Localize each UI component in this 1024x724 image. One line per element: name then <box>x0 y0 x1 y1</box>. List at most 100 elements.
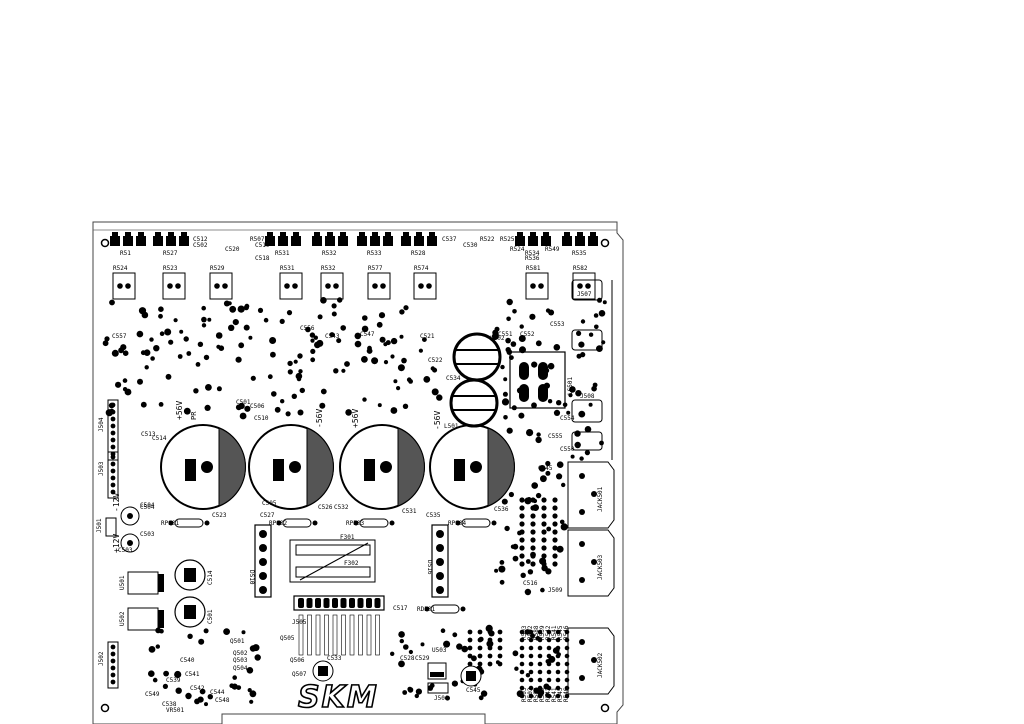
pad <box>455 520 461 526</box>
pad <box>243 305 249 311</box>
pad <box>110 679 116 685</box>
terminal-box <box>571 279 603 301</box>
pad <box>471 655 477 662</box>
pad <box>270 351 276 358</box>
connector-pin <box>136 236 146 246</box>
cap-c504: C504 <box>120 504 155 526</box>
pad <box>574 430 581 437</box>
pad <box>232 675 237 680</box>
pad <box>254 654 261 661</box>
capacitor-pad <box>201 461 213 473</box>
cap-c503: C503 <box>120 531 155 553</box>
pad <box>560 523 568 531</box>
part-label: C541 <box>185 671 200 678</box>
pad <box>553 409 561 416</box>
pad <box>158 402 164 407</box>
top-connector-label: R531 <box>275 250 290 257</box>
cap-c554: C545 <box>460 665 482 694</box>
pad <box>528 653 534 659</box>
pad <box>229 683 234 688</box>
pad <box>530 633 535 639</box>
pad <box>148 670 155 677</box>
resistor-label: R524 <box>113 265 128 272</box>
resistor-box <box>162 272 186 300</box>
pad <box>506 427 513 434</box>
pad <box>201 323 207 328</box>
pad <box>555 645 561 651</box>
pad <box>546 661 552 667</box>
cap-label: C535 <box>426 512 441 519</box>
capacitor-pad <box>289 461 301 473</box>
part-label: C540 <box>180 657 195 664</box>
part-label: C503 <box>118 547 133 554</box>
pad <box>530 521 536 527</box>
pad <box>430 366 435 371</box>
label-c504: C504 <box>140 504 155 511</box>
pad <box>385 340 391 346</box>
pad <box>153 345 160 352</box>
pad <box>418 348 423 353</box>
pad <box>248 335 253 340</box>
pad <box>406 377 412 383</box>
pad <box>519 513 525 519</box>
resistor-label: RP503 <box>346 520 364 527</box>
resistor-body <box>282 518 312 528</box>
pad <box>552 513 558 519</box>
pad <box>344 361 350 367</box>
pad <box>460 606 466 612</box>
resistor-label: R531 <box>280 265 295 272</box>
header-label: J502 <box>98 651 105 666</box>
part-label: C542 <box>190 685 205 692</box>
part-label: Q502 <box>233 650 248 657</box>
pad <box>452 632 458 638</box>
top-part-label: R536 <box>525 255 540 262</box>
pad <box>561 482 566 488</box>
connector-pin <box>575 236 585 246</box>
pad <box>584 450 591 456</box>
pad <box>309 332 316 338</box>
top-part-label: C537 <box>442 236 457 243</box>
pad <box>110 644 116 650</box>
pad <box>537 685 543 691</box>
connector-tab <box>327 232 333 236</box>
pad <box>556 473 563 480</box>
pad <box>313 335 318 340</box>
pad <box>519 693 525 699</box>
pad <box>585 283 591 289</box>
pad <box>530 505 536 511</box>
pad <box>503 377 508 382</box>
pad <box>291 393 297 399</box>
part-label: R542 <box>545 625 552 640</box>
part-label: R502 <box>527 625 534 640</box>
part-label: Q501 <box>230 638 245 645</box>
pad <box>530 497 536 503</box>
capacitor-polarity-band <box>306 427 334 507</box>
pad <box>519 669 525 675</box>
pad <box>183 407 191 415</box>
pad <box>186 351 192 356</box>
resistor-body <box>174 518 204 528</box>
board-outline <box>92 221 624 724</box>
pad <box>540 587 545 593</box>
rail-minus56-mid: -56V <box>315 409 324 428</box>
pad <box>529 313 536 320</box>
pad <box>235 404 242 411</box>
pad <box>591 385 597 392</box>
pad <box>168 520 174 526</box>
pad <box>555 629 561 635</box>
pin-trace <box>349 614 355 656</box>
label-j506: J506 <box>434 695 449 702</box>
pad <box>491 520 497 526</box>
connector-pin <box>349 598 355 608</box>
part-label: C555 <box>548 433 563 440</box>
part-label: C534 <box>446 375 461 382</box>
part-label: C552 <box>520 331 535 338</box>
pad <box>578 410 586 418</box>
pad <box>555 653 561 659</box>
pad <box>519 637 525 643</box>
pad <box>124 388 132 396</box>
pad <box>341 368 346 373</box>
pad <box>168 339 174 345</box>
